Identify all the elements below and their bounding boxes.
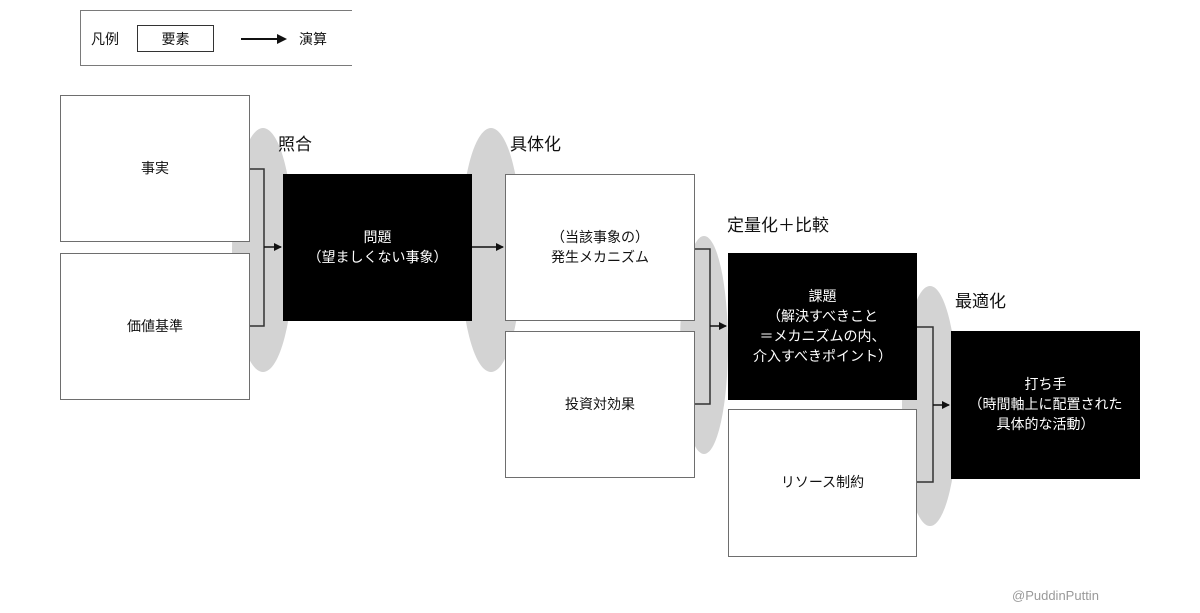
op-label-collation: 照合 bbox=[278, 135, 312, 155]
node-task-label: 課題 （解決すべきこと ＝メカニズムの内、 介入すべきポイント） bbox=[752, 288, 893, 365]
legend: 凡例 要素 演算 bbox=[80, 10, 352, 66]
node-problem: 問題 （望ましくない事象） bbox=[283, 174, 472, 321]
op-label-concretization: 具体化 bbox=[510, 135, 561, 155]
node-task: 課題 （解決すべきこと ＝メカニズムの内、 介入すべきポイント） bbox=[728, 253, 917, 400]
bracket-collation bbox=[250, 168, 265, 327]
legend-operation-label: 演算 bbox=[299, 32, 327, 48]
node-action: 打ち手 （時間軸上に配置された 具体的な活動） bbox=[951, 331, 1140, 479]
op-label-optimization: 最適化 bbox=[955, 292, 1006, 312]
node-value-criteria: 価値基準 bbox=[60, 253, 250, 400]
legend-title: 凡例 bbox=[91, 32, 119, 48]
node-resource-constraint-label: リソース制約 bbox=[780, 475, 865, 491]
node-mechanism: （当該事象の） 発生メカニズム bbox=[505, 174, 695, 321]
node-mechanism-label: （当該事象の） 発生メカニズム bbox=[551, 229, 649, 266]
node-value-criteria-label: 価値基準 bbox=[127, 318, 183, 335]
node-action-label: 打ち手 （時間軸上に配置された 具体的な活動） bbox=[968, 377, 1123, 433]
node-investment-effect-label: 投資対効果 bbox=[565, 396, 635, 413]
legend-element-label: 要素 bbox=[161, 31, 190, 48]
watermark: @PuddinPuttin bbox=[1012, 588, 1099, 603]
legend-element-box: 要素 bbox=[137, 25, 214, 52]
legend-arrow-icon bbox=[241, 34, 287, 44]
node-problem-label: 問題 （望ましくない事象） bbox=[307, 229, 448, 266]
node-fact-label: 事実 bbox=[141, 160, 169, 177]
node-fact: 事実 bbox=[60, 95, 250, 242]
node-investment-effect: 投資対効果 bbox=[505, 331, 695, 478]
op-label-quantify-compare: 定量化＋比較 bbox=[727, 216, 829, 236]
node-resource-constraint: リソース制約 bbox=[728, 409, 917, 557]
bracket-optimization bbox=[917, 326, 934, 483]
bracket-quantify-compare bbox=[695, 248, 711, 405]
